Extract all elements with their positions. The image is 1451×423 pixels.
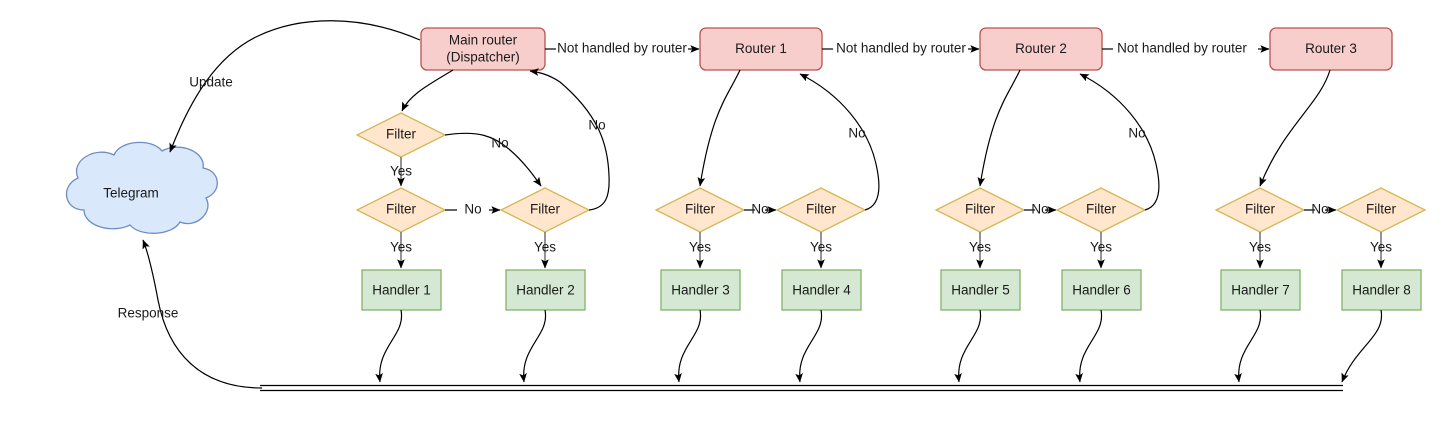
edge-label-update: Update xyxy=(189,75,233,90)
handler-7-node[interactable]: Handler 7 xyxy=(1220,269,1301,311)
edge-label-not-handled-2: Not handled by router xyxy=(836,41,966,56)
edge-filter7-yes-handler7: Yes xyxy=(1249,232,1271,269)
filter-1-shape[interactable] xyxy=(355,187,447,233)
filter-3-node[interactable]: Filter xyxy=(654,187,746,233)
handler-7-box[interactable] xyxy=(1220,269,1301,311)
edge-label-no-3: No xyxy=(751,202,768,217)
edge-label-no-7: No xyxy=(1311,202,1328,217)
handler-5-box[interactable] xyxy=(940,269,1021,311)
telegram-cloud: Telegram xyxy=(65,141,218,234)
edge-router2-to-filter5 xyxy=(977,69,1021,187)
edge-filter-a-no: No xyxy=(444,132,542,187)
handler-2-box[interactable] xyxy=(505,269,586,311)
filter-5-node[interactable]: Filter xyxy=(934,187,1026,233)
filter-5-shape[interactable] xyxy=(934,187,1026,233)
edge-label-no-1: No xyxy=(464,202,481,217)
handler-8-box[interactable] xyxy=(1341,269,1422,311)
filter-7-node[interactable]: Filter xyxy=(1214,187,1306,233)
response-bus-bar xyxy=(260,384,1343,392)
edge-label-no-4: No xyxy=(848,126,865,141)
edge-filter4-no-router1: No xyxy=(799,73,880,211)
edge-filter5-yes-handler5: Yes xyxy=(969,232,991,269)
edge-label-no-6: No xyxy=(1128,126,1145,141)
edge-filter6-no-router2: No xyxy=(1079,73,1160,211)
filter-7-shape[interactable] xyxy=(1214,187,1306,233)
edge-label-not-handled-3: Not handled by router xyxy=(1117,41,1247,56)
edge-filter3-no-filter4: No xyxy=(744,202,777,217)
filter-a-node[interactable]: Filter xyxy=(355,112,447,158)
edge-label-no-5: No xyxy=(1031,202,1048,217)
filter-6-shape[interactable] xyxy=(1055,187,1147,233)
main-router-box[interactable] xyxy=(420,27,546,71)
filter-8-node[interactable]: Filter xyxy=(1335,187,1427,233)
edge-router3-to-filter7 xyxy=(1259,69,1331,187)
edge-main-to-router1: Not handled by router xyxy=(545,41,700,56)
handler-4-node[interactable]: Handler 4 xyxy=(781,269,862,311)
handler-4-box[interactable] xyxy=(781,269,862,311)
edge-filter1-no-filter2: No xyxy=(445,202,501,217)
router-3-node[interactable]: Router 3 xyxy=(1269,27,1393,71)
handler-2-node[interactable]: Handler 2 xyxy=(505,269,586,311)
edge-filter6-yes-handler6: Yes xyxy=(1090,232,1112,269)
filter-3-shape[interactable] xyxy=(654,187,746,233)
handler-1-box[interactable] xyxy=(361,269,442,311)
cloud-shape xyxy=(65,141,218,234)
handler-6-box[interactable] xyxy=(1061,269,1142,311)
filter-a-shape[interactable] xyxy=(355,112,447,158)
router-2-node[interactable]: Router 2 xyxy=(979,27,1103,71)
filter-2-node[interactable]: Filter xyxy=(499,187,591,233)
edge-filter8-yes-handler8: Yes xyxy=(1370,232,1392,269)
filter-1-node[interactable]: Filter xyxy=(355,187,447,233)
edge-filter7-no-filter8: No xyxy=(1304,202,1337,217)
edge-response: Response xyxy=(118,239,263,389)
edge-label-not-handled-1: Not handled by router xyxy=(557,41,687,56)
main-router-node[interactable]: Main router (Dispatcher) xyxy=(420,27,546,71)
edge-filter1-yes-handler1: Yes xyxy=(390,232,412,269)
edge-router2-to-router3: Not handled by router xyxy=(1102,41,1270,56)
filter-4-node[interactable]: Filter xyxy=(775,187,867,233)
router-3-box[interactable] xyxy=(1269,27,1393,71)
handler-1-node[interactable]: Handler 1 xyxy=(361,269,442,311)
filter-8-shape[interactable] xyxy=(1335,187,1427,233)
handler-5-node[interactable]: Handler 5 xyxy=(940,269,1021,311)
edge-router1-to-filter3 xyxy=(697,69,741,187)
edge-label-response: Response xyxy=(118,306,179,321)
handler-response-edges xyxy=(375,309,1383,383)
filter-6-node[interactable]: Filter xyxy=(1055,187,1147,233)
edge-filter4-yes-handler4: Yes xyxy=(810,232,832,269)
router-1-box[interactable] xyxy=(699,27,823,71)
edge-filter-a-yes: Yes xyxy=(390,157,412,187)
router-2-box[interactable] xyxy=(979,27,1103,71)
edge-filter3-yes-handler3: Yes xyxy=(689,232,711,269)
edge-filter5-no-filter6: No xyxy=(1024,202,1057,217)
edge-mainrouter-to-filter-a xyxy=(401,69,454,112)
edge-filter2-yes-handler2: Yes xyxy=(534,232,556,269)
handler-8-node[interactable]: Handler 8 xyxy=(1341,269,1422,311)
edge-router1-to-router2: Not handled by router xyxy=(822,41,980,56)
handler-6-node[interactable]: Handler 6 xyxy=(1061,269,1142,311)
filter-2-shape[interactable] xyxy=(499,187,591,233)
filter-4-shape[interactable] xyxy=(775,187,867,233)
router-1-node[interactable]: Router 1 xyxy=(699,27,823,71)
handler-3-box[interactable] xyxy=(660,269,741,311)
handler-3-node[interactable]: Handler 3 xyxy=(660,269,741,311)
